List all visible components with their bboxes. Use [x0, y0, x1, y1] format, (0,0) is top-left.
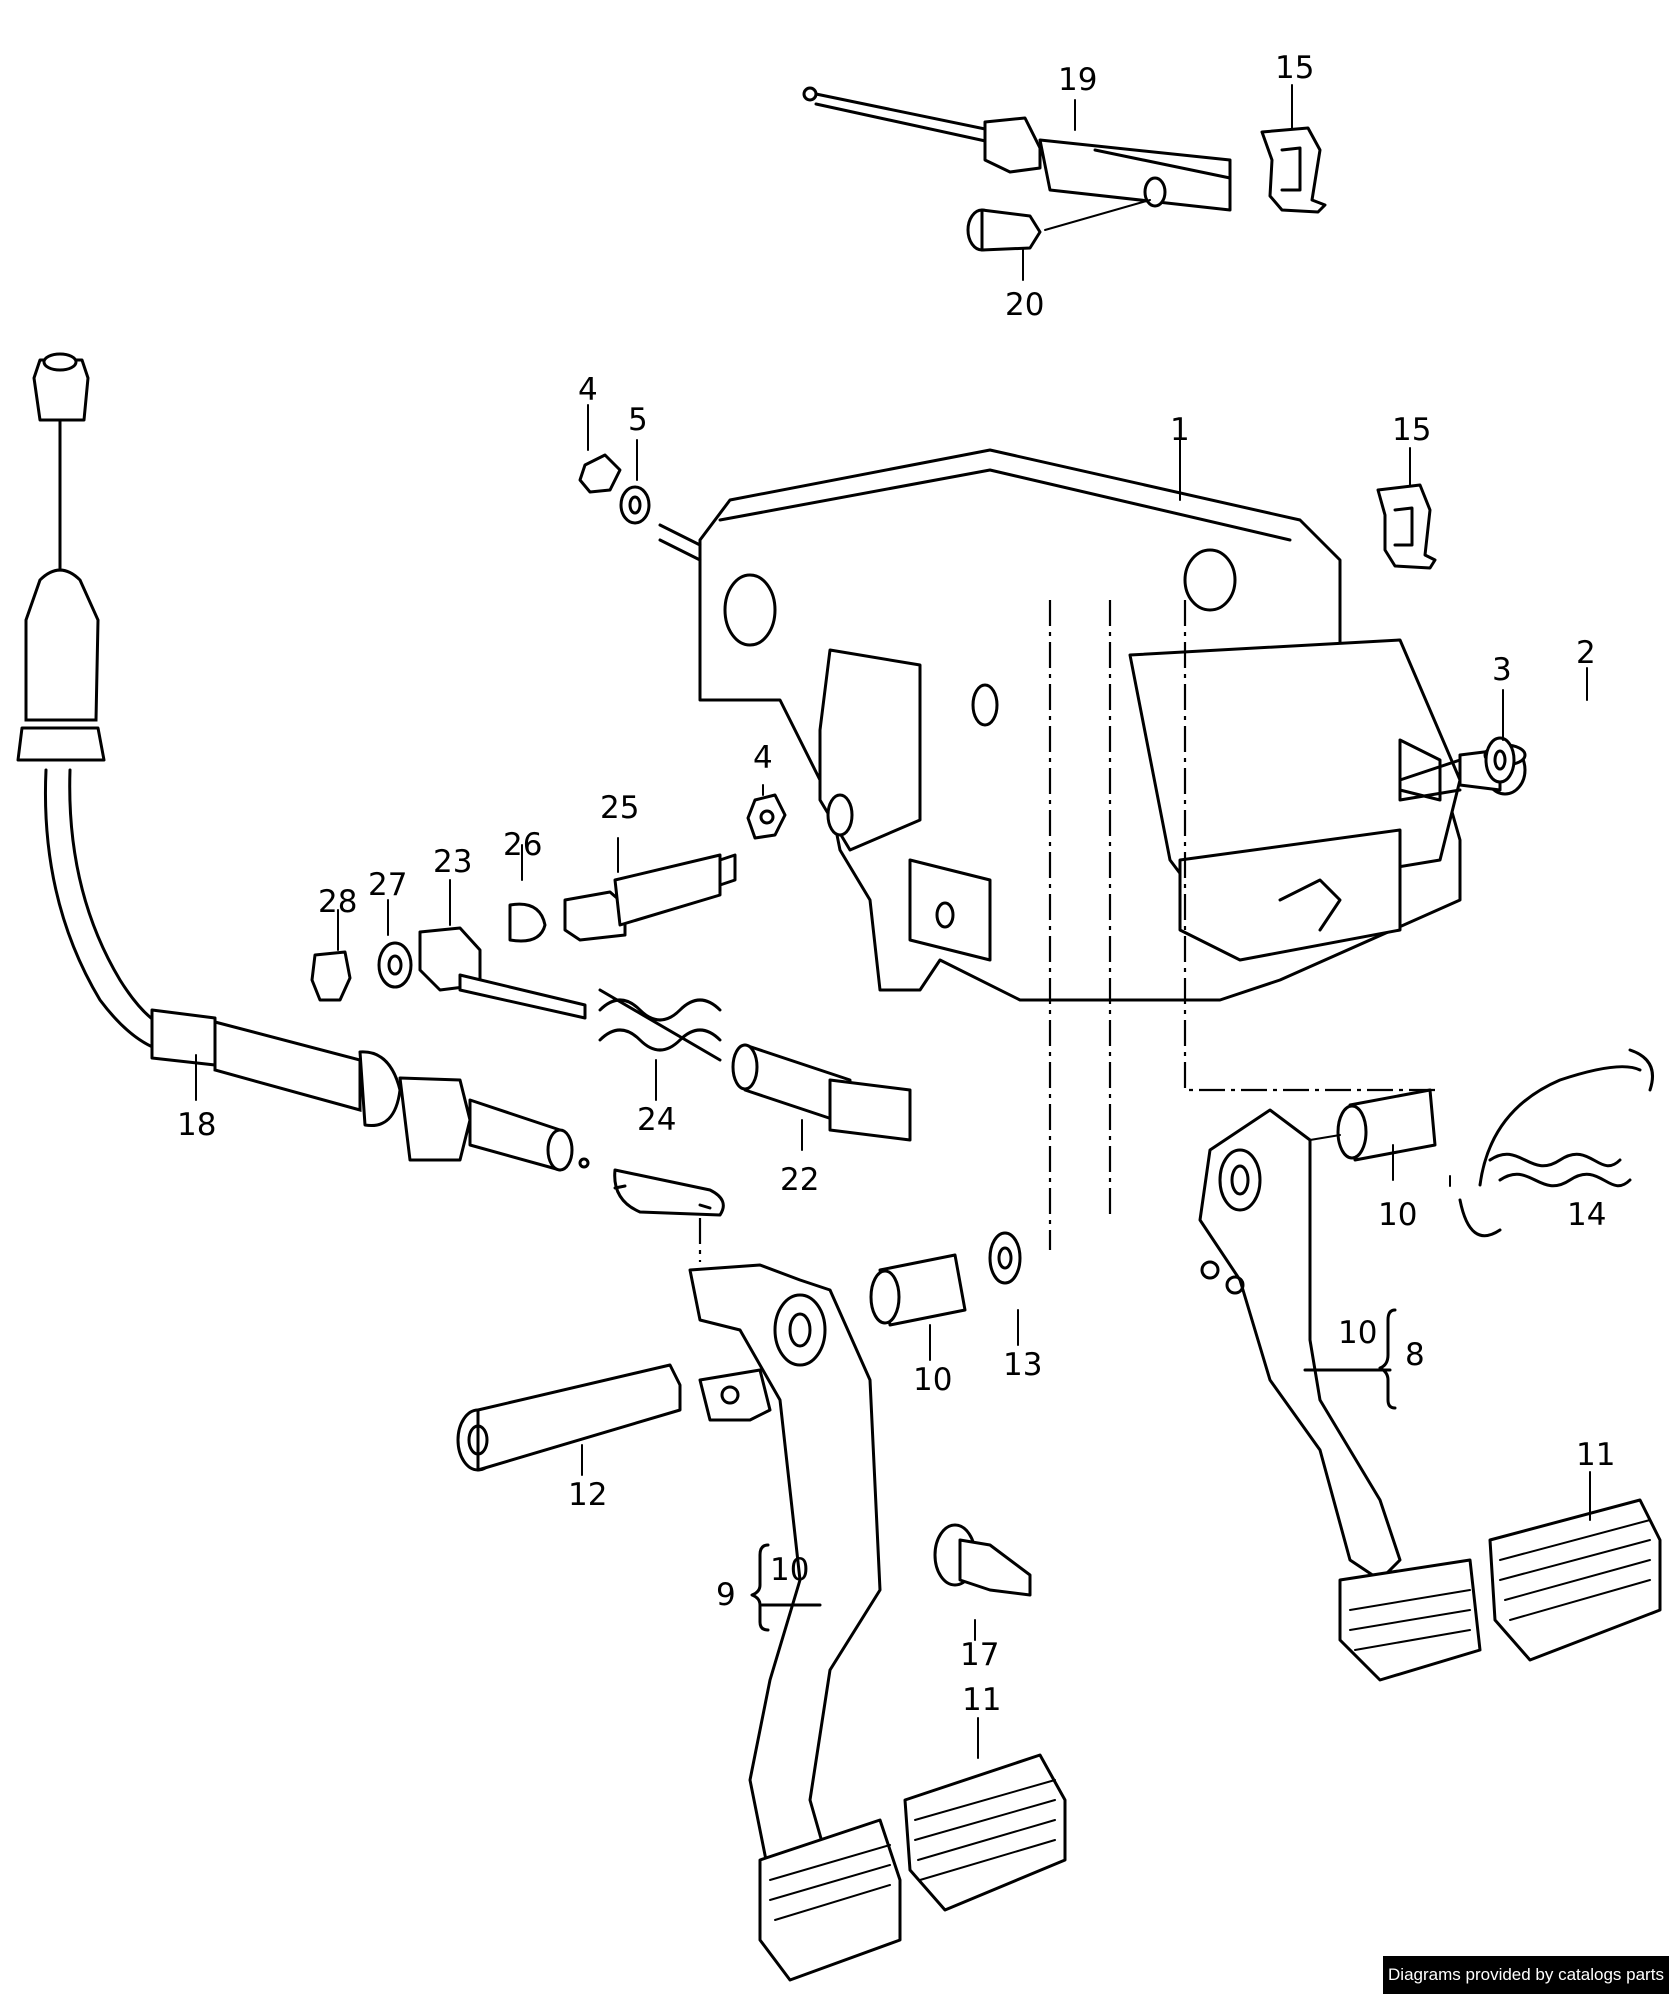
callout-10-left-bushing: 10: [913, 1362, 952, 1398]
retaining-clip-right-part: [1376, 483, 1437, 570]
washer-part: [1484, 736, 1516, 784]
callout-9: 9: [716, 1577, 736, 1613]
callout-labels: 1 2 3 4 4 5 8 9 10 10 10 10 11 11 12 13 …: [177, 50, 1615, 1718]
callout-10-left-bracket: 10: [770, 1552, 809, 1588]
clutch-cable-part: [16, 352, 590, 1172]
callout-14: 14: [1567, 1197, 1606, 1233]
callout-15-right: 15: [1392, 412, 1431, 448]
callout-24: 24: [637, 1102, 676, 1138]
callout-12: 12: [568, 1477, 607, 1513]
callout-23: 23: [433, 844, 472, 880]
clevis-pushrod-part: [802, 86, 1232, 212]
pedal-pad-left-part: [903, 1753, 1067, 1912]
return-spring-part: [1458, 1048, 1654, 1238]
credit-banner[interactable]: Diagrams provided by catalogs parts: [1383, 1956, 1669, 1994]
callout-2: 2: [1576, 635, 1596, 671]
retaining-clip-top-part: [1260, 126, 1327, 214]
callout-19: 19: [1058, 62, 1097, 98]
callout-11-left: 11: [962, 1682, 1001, 1718]
callout-3: 3: [1492, 652, 1512, 688]
callout-15-top: 15: [1275, 50, 1314, 86]
bushing-left-part: [869, 1253, 967, 1327]
washer-left-part: [988, 1231, 1022, 1285]
callout-27: 27: [368, 867, 407, 903]
stop-buffer-part: [933, 1523, 1032, 1597]
callout-1: 1: [1170, 412, 1190, 448]
callout-20: 20: [1005, 287, 1044, 323]
callout-8: 8: [1405, 1337, 1425, 1373]
cable-end-hook-part: [613, 1168, 725, 1262]
callout-11-right: 11: [1576, 1437, 1615, 1473]
callout-17: 17: [960, 1637, 999, 1673]
callout-22: 22: [780, 1162, 819, 1198]
callout-28: 28: [318, 884, 357, 920]
pedal-shaft-part: [456, 1363, 682, 1472]
bushing-right-part: [1309, 1088, 1437, 1162]
pedal-bracket-part: [698, 448, 1462, 1250]
left-pedal-part: [688, 1263, 902, 1982]
callout-18: 18: [177, 1107, 216, 1143]
callout-25: 25: [600, 790, 639, 826]
callout-26: 26: [503, 827, 542, 863]
callout-10-right-bushing: 10: [1378, 1197, 1417, 1233]
pedal-pad-right-part: [1488, 1498, 1662, 1662]
callout-13: 13: [1003, 1347, 1042, 1383]
right-pedal-part: [1198, 1108, 1482, 1682]
callout-4-top: 4: [578, 372, 598, 408]
clevis-pin-part: [966, 199, 1151, 252]
callout-5: 5: [628, 402, 648, 438]
callout-10-right-bracket: 10: [1338, 1315, 1377, 1351]
small-parts-row: [310, 793, 912, 1142]
callout-4-mid: 4: [753, 740, 773, 776]
nut-top-part: [578, 453, 702, 562]
leader-lines: [195, 84, 1591, 1759]
